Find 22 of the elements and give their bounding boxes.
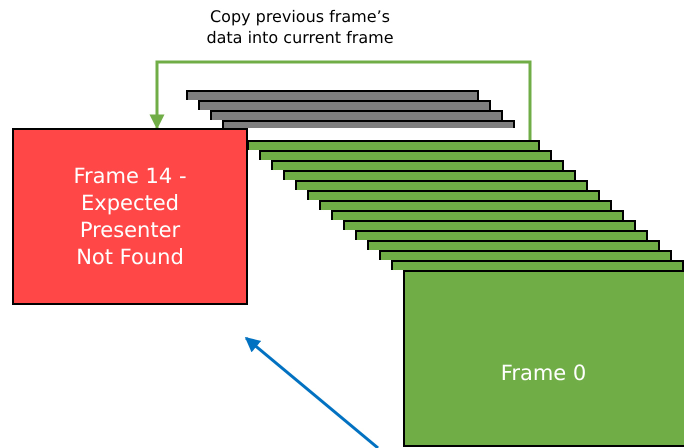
frame-box — [343, 220, 636, 230]
frame-box — [403, 270, 684, 447]
frame-box — [367, 240, 660, 250]
frame-box — [391, 260, 684, 270]
frame-box — [283, 170, 576, 180]
frame-box — [271, 160, 564, 170]
frame-label: Frame 0 — [500, 360, 586, 387]
frame-box — [210, 110, 503, 120]
frame-box — [295, 180, 588, 190]
frame-box — [198, 100, 491, 110]
frame-box — [247, 140, 540, 150]
frame-box — [12, 128, 248, 305]
frame-box — [331, 210, 624, 220]
frame-box — [259, 150, 552, 160]
frame-label: Frame 14 - Expected Presenter Not Found — [72, 162, 188, 270]
frame-box — [379, 250, 672, 260]
frame-box — [319, 200, 612, 210]
frame-box — [222, 120, 515, 128]
arrow — [150, 60, 532, 140]
frame-box — [186, 90, 479, 100]
frame-box — [355, 230, 648, 240]
frame-box — [307, 190, 600, 200]
